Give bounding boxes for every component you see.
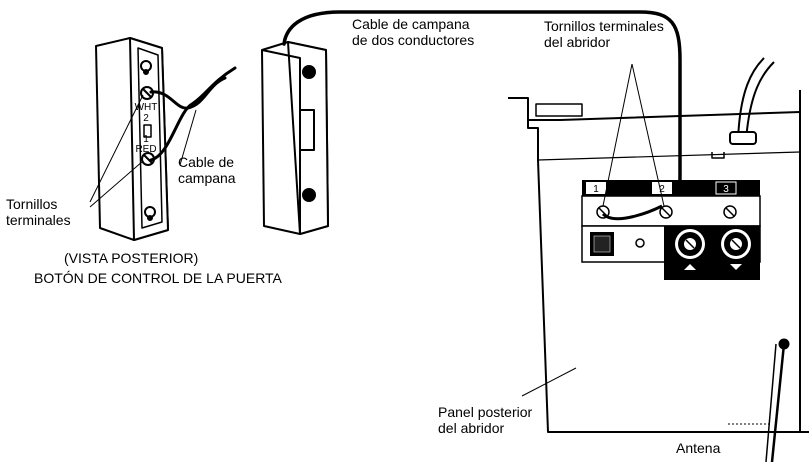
- terminal-2-marking: 2: [143, 113, 149, 124]
- antenna: [728, 338, 790, 462]
- leader-back-panel: [521, 367, 577, 397]
- power-cord: [729, 57, 775, 145]
- terminal-1-marking: 1: [143, 134, 149, 145]
- label-antenna: Antena: [676, 440, 721, 456]
- wall-push-button: [261, 41, 329, 235]
- bell-wire-button: [149, 66, 237, 162]
- label-bell-wire: Cable de campana: [178, 154, 236, 186]
- controls-panel: [581, 225, 761, 280]
- label-bell-wire-two-conductor: Cable de campana de dos conductores: [352, 16, 475, 48]
- label-terminal-screws: Tornillos terminales: [6, 196, 71, 228]
- indicator-led: [635, 238, 645, 248]
- terminal-3-number: 3: [723, 184, 729, 195]
- terminal-2-number: 2: [659, 184, 665, 195]
- terminal-strip: 1 2 3: [581, 180, 761, 227]
- wht-marking: WHT: [135, 102, 158, 113]
- label-door-control-button: BOTÓN DE CONTROL DE LA PUERTA: [34, 270, 282, 286]
- leader-lines-opener: [602, 63, 665, 207]
- door-control-button-rear: [95, 37, 169, 241]
- label-rear-view: (VISTA POSTERIOR): [64, 250, 199, 266]
- up-force-dial: [675, 229, 705, 270]
- opener-back-panel: [508, 90, 809, 433]
- leader-lines-button: [89, 94, 197, 208]
- down-force-dial: [721, 229, 751, 270]
- button-markings: WHT 2 1 RED: [135, 102, 158, 155]
- label-opener-back-panel: Panel posterior del abridor: [438, 404, 533, 436]
- terminal-1-number: 1: [593, 184, 599, 195]
- red-marking: RED: [135, 144, 156, 155]
- label-opener-terminal-screws: Tornillos terminales del abridor: [544, 18, 664, 50]
